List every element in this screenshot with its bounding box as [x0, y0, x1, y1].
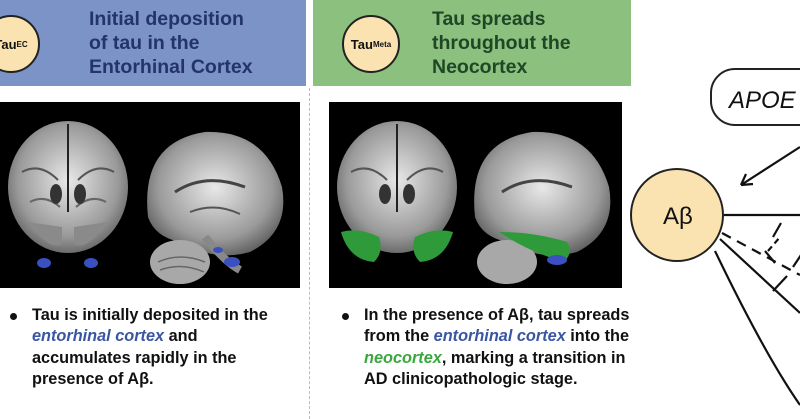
brain-mri-ec-illustration: [8, 121, 284, 284]
sagittal-slice-ec: [147, 131, 284, 284]
inhibit-bar-1: [772, 222, 782, 238]
tau-ec-badge-sub: EC: [16, 39, 28, 49]
ec-bullet-item: Tau is initially deposited in the entorh…: [8, 305, 288, 391]
meta-bullet-neocortex: neocortex: [364, 348, 442, 367]
ec-bullet-text-1: Tau is initially deposited in the: [32, 306, 268, 324]
inhibit-dash: [767, 236, 781, 252]
apoe-label: APOE: [727, 87, 797, 114]
apoe-node: [710, 68, 800, 126]
meta-bullet-text-1: In the presence of Aβ, tau spreads from …: [364, 306, 630, 346]
brain-image-meta: [329, 102, 622, 288]
meta-bullet-entorhinal: entorhinal cortex: [433, 327, 566, 346]
ec-bullet-entorhinal: entorhinal cortex: [32, 327, 165, 346]
ec-bullet-list: Tau is initially deposited in the entorh…: [8, 305, 288, 391]
meta-bullet-text-2: into the: [565, 327, 630, 346]
sagittal-slice-meta: [474, 131, 611, 284]
abeta-node: [630, 168, 724, 262]
inhibit-bar-2: [772, 275, 788, 292]
tick: [764, 250, 776, 264]
abeta-label: Aβ: [663, 203, 693, 230]
right-tick: [792, 254, 800, 268]
coronal-slice-meta: [337, 121, 457, 262]
causal-diagram: APOE Aβ: [630, 68, 800, 406]
tau-meta-badge-sub: Meta: [372, 39, 392, 49]
apoe-to-abeta-arrow: [740, 146, 800, 186]
brain-mri-meta-illustration: [337, 121, 611, 284]
tau-ec-badge-main: Tau: [0, 36, 17, 52]
coronal-slice-ec: [8, 121, 128, 268]
abeta-lower-edge: [719, 238, 800, 314]
ec-bullet-text-2: and accumulates rapidly in the presence …: [32, 327, 237, 389]
abeta-dashed-edge: [721, 232, 800, 276]
meta-bullet-item: In the presence of Aβ, tau spreads from …: [340, 305, 630, 391]
ec-panel-title: Initial deposition of tau in the Entorhi…: [89, 8, 253, 78]
panel-divider: [309, 88, 310, 419]
abeta-curve-edge: [714, 250, 800, 406]
meta-panel-title: Tau spreads throughout the Neocortex: [432, 8, 571, 78]
brain-image-ec: [0, 102, 300, 288]
tau-meta-badge-main: Tau: [350, 36, 373, 52]
meta-bullet-text-3: , marking a transition in AD clinicopath…: [364, 348, 626, 389]
arrowhead-1: [739, 173, 754, 187]
diagram-edges: [714, 146, 800, 406]
meta-bullet-list: In the presence of Aβ, tau spreads from …: [340, 305, 630, 391]
ec-panel-header: [0, 0, 306, 86]
